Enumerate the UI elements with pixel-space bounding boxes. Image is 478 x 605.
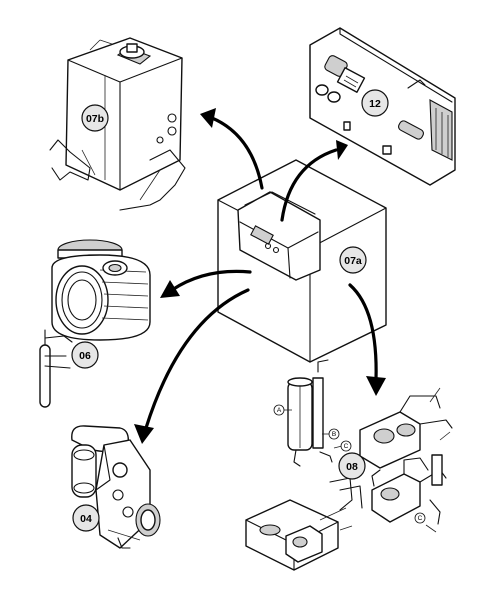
part-letter-b: B (328, 428, 340, 440)
casing-frame-assembly (49, 37, 186, 211)
callout-08: 08 (338, 452, 366, 480)
callout-07b: 07b (81, 104, 109, 132)
part-letter-c-second-text: C (418, 515, 423, 522)
callout-12-label: 12 (369, 98, 381, 110)
heat-exchanger-assembly (39, 239, 151, 408)
arrow-to-burner-fan (134, 288, 250, 444)
arrow-to-hydraulic-group (348, 283, 386, 396)
part-letter-a: A (273, 404, 285, 416)
callout-07a: 07a (339, 246, 367, 274)
callout-04-label: 04 (80, 513, 92, 525)
hydraulic-group-assembly (245, 359, 453, 571)
arrow-to-control-panel (280, 140, 348, 222)
callout-06-label: 06 (79, 350, 91, 362)
part-letter-c-second: C (414, 512, 426, 524)
part-letter-c: C (340, 440, 352, 452)
part-letter-b-text: B (332, 431, 336, 438)
callout-12: 12 (361, 89, 389, 117)
part-letter-c-text: C (344, 443, 349, 450)
part-letter-a-text: A (277, 407, 282, 414)
callout-07b-label: 07b (86, 113, 104, 125)
callout-08-label: 08 (346, 461, 358, 473)
arrow-to-heat-exchanger (160, 269, 252, 298)
burner-fan-assembly (71, 425, 161, 549)
boiler-casing (217, 159, 387, 363)
callout-06: 06 (71, 341, 99, 369)
callout-04: 04 (72, 504, 100, 532)
callout-07a-label: 07a (344, 255, 362, 267)
arrow-to-casing-frame (200, 108, 264, 190)
